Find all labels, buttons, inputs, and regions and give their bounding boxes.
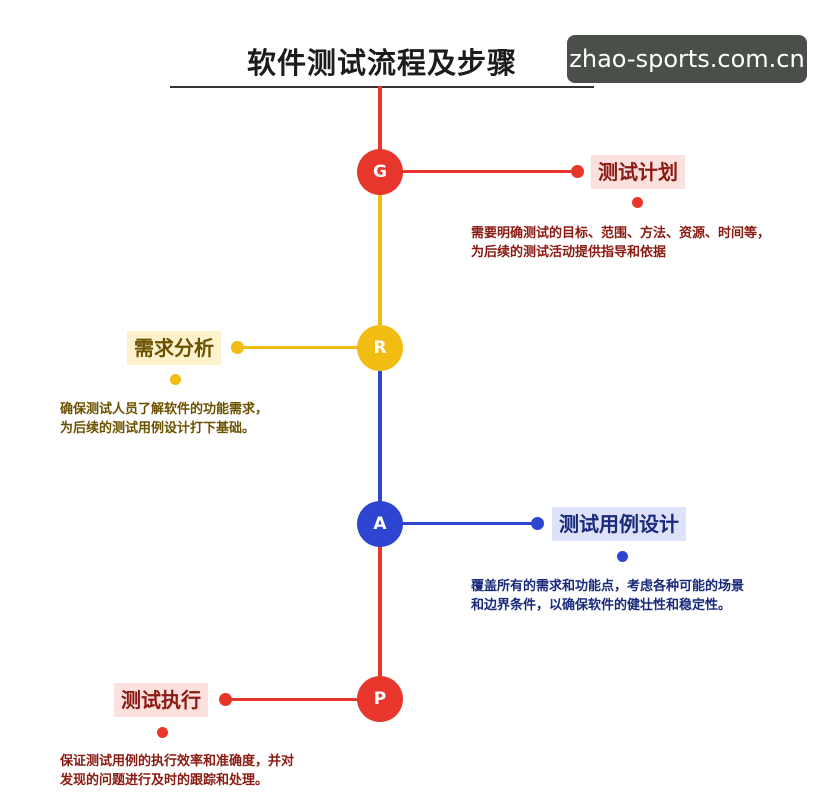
step-node-p: P	[357, 676, 403, 722]
step-label-r: 需求分析	[127, 331, 221, 365]
step-desc-a: 覆盖所有的需求和功能点，考虑各种可能的场景 和边界条件，以确保软件的健壮性和稳定…	[471, 577, 744, 615]
timeline-segment-r-a	[378, 348, 382, 524]
step-label-p: 测试执行	[114, 683, 208, 717]
step-desc-r-line-2: 为后续的测试用例设计打下基础。	[60, 421, 256, 436]
label-dot-a	[617, 551, 628, 562]
connector-dot-r	[231, 341, 244, 354]
step-desc-a-line-2: 和边界条件，以确保软件的健壮性和稳定性。	[471, 598, 732, 613]
step-node-a: A	[357, 501, 403, 547]
step-label-a: 测试用例设计	[552, 507, 686, 541]
step-desc-p-line-1: 保证测试用例的执行效率和准确度，并对	[60, 754, 295, 769]
step-node-g: G	[357, 149, 403, 195]
connector-dot-a	[531, 517, 544, 530]
label-dot-p	[157, 727, 168, 738]
page-title: 软件测试流程及步骤	[246, 46, 517, 80]
connector-line-a	[380, 522, 538, 525]
step-desc-r-line-1: 确保测试人员了解软件的功能需求，	[60, 402, 269, 417]
step-desc-a-line-1: 覆盖所有的需求和功能点，考虑各种可能的场景	[471, 579, 745, 594]
step-desc-r: 确保测试人员了解软件的功能需求， 为后续的测试用例设计打下基础。	[60, 400, 268, 438]
step-desc-p-line-2: 发现的问题进行及时的跟踪和处理。	[60, 773, 269, 788]
timeline-segment-a-p	[378, 524, 382, 699]
step-desc-g-line-2: 为后续的测试活动提供指导和依据	[471, 245, 667, 260]
step-desc-p: 保证测试用例的执行效率和准确度，并对 发现的问题进行及时的跟踪和处理。	[60, 752, 294, 790]
label-dot-r	[170, 374, 181, 385]
watermark-badge: zhao-sports.com.cn	[567, 35, 807, 83]
timeline-segment-top	[378, 86, 382, 172]
connector-line-g	[380, 170, 578, 173]
step-desc-g-line-1: 需要明确测试的目标、范围、方法、资源、时间等，	[471, 226, 771, 241]
step-desc-g: 需要明确测试的目标、范围、方法、资源、时间等， 为后续的测试活动提供指导和依据	[471, 224, 770, 262]
title-underline	[170, 86, 594, 88]
connector-dot-p	[219, 693, 232, 706]
label-dot-g	[632, 197, 643, 208]
connector-line-p	[226, 698, 380, 701]
timeline-segment-g-r	[378, 172, 382, 348]
step-label-g: 测试计划	[591, 155, 685, 189]
connector-line-r	[238, 346, 380, 349]
step-node-r: R	[357, 325, 403, 371]
connector-dot-g	[571, 165, 584, 178]
